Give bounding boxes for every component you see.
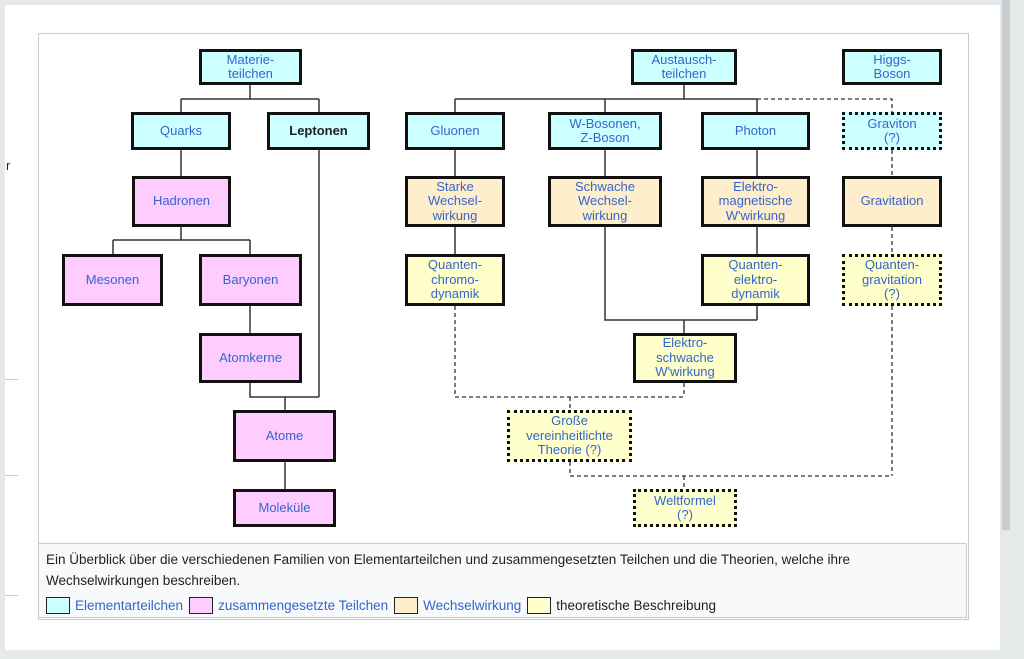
node-elektroschwache-wechselwirkung[interactable]: Elektro- schwache W'wirkung [633,333,737,383]
node-atomkerne[interactable]: Atomkerne [199,333,302,383]
node-leptonen: Leptonen [267,112,370,150]
legend-link-elementarteilchen[interactable]: Elementarteilchen [75,598,184,613]
divider [5,595,18,596]
divider [5,379,18,380]
dashed-connector [569,462,892,489]
divider [5,475,18,476]
legend-link-wechselwirkung[interactable]: Wechselwirkung [423,598,522,613]
figure-caption: Ein Überblick über die verschiedenen Fam… [38,543,967,618]
connector [454,85,758,112]
node-quantenelektrodynamik[interactable]: Quanten- elektro- dynamik [701,254,810,306]
legend-swatch-elementarteilchen [46,597,70,614]
dashed-connector [757,98,893,476]
node-gluonen[interactable]: Gluonen [405,112,505,150]
node-quantenchromodynamik[interactable]: Quanten- chromo- dynamik [405,254,505,306]
node-baryonen[interactable]: Baryonen [199,254,302,306]
node-quarks[interactable]: Quarks [131,112,231,150]
node-gravitation[interactable]: Gravitation [842,176,942,227]
scrollbar[interactable] [1002,0,1010,530]
connector [454,150,758,333]
node-starke-wechselwirkung[interactable]: Starke Wechsel- wirkung [405,176,505,227]
node-schwache-wechselwirkung[interactable]: Schwache Wechsel- wirkung [548,176,662,227]
node-graviton[interactable]: Graviton (?) [842,112,942,150]
node-higgs-boson[interactable]: Higgs- Boson [842,49,942,85]
node-weltformel[interactable]: Weltformel (?) [633,489,737,527]
caption-text: Ein Überblick über die verschiedenen Fam… [46,552,850,588]
legend: Elementarteilchen zusammengesetzte Teilc… [46,595,959,616]
node-mesonen[interactable]: Mesonen [62,254,163,306]
node-elektromagnetische-wechselwirkung[interactable]: Elektro- magnetische W'wirkung [701,176,810,227]
legend-swatch-wechselwirkung [394,597,419,614]
node-quantengravitation[interactable]: Quanten- gravitation (?) [842,254,942,306]
connector [112,150,251,254]
connector [249,150,320,489]
node-austauschteilchen[interactable]: Austausch- teilchen [631,49,737,85]
node-atome[interactable]: Atome [233,410,336,462]
node-grosse-vereinheitlichte-theorie[interactable]: Große vereinheitlichte Theorie (?) [507,410,632,462]
connector [180,85,320,112]
legend-link-zusammengesetzte-teilchen[interactable]: zusammengesetzte Teilchen [218,598,389,613]
sidebar-text-fragment: r [6,158,11,173]
legend-label-theoretische-beschreibung: theoretische Beschreibung [556,598,717,613]
dashed-connector [454,306,685,410]
node-photon[interactable]: Photon [701,112,810,150]
node-materieteilchen[interactable]: Materie- teilchen [199,49,302,85]
node-hadronen[interactable]: Hadronen [132,176,231,227]
node-molekuele[interactable]: Moleküle [233,489,336,527]
node-w-z-bosonen[interactable]: W-Bosonen, Z-Boson [548,112,662,150]
legend-swatch-theoretische [527,597,552,614]
legend-swatch-zusammengesetzte [189,597,214,614]
